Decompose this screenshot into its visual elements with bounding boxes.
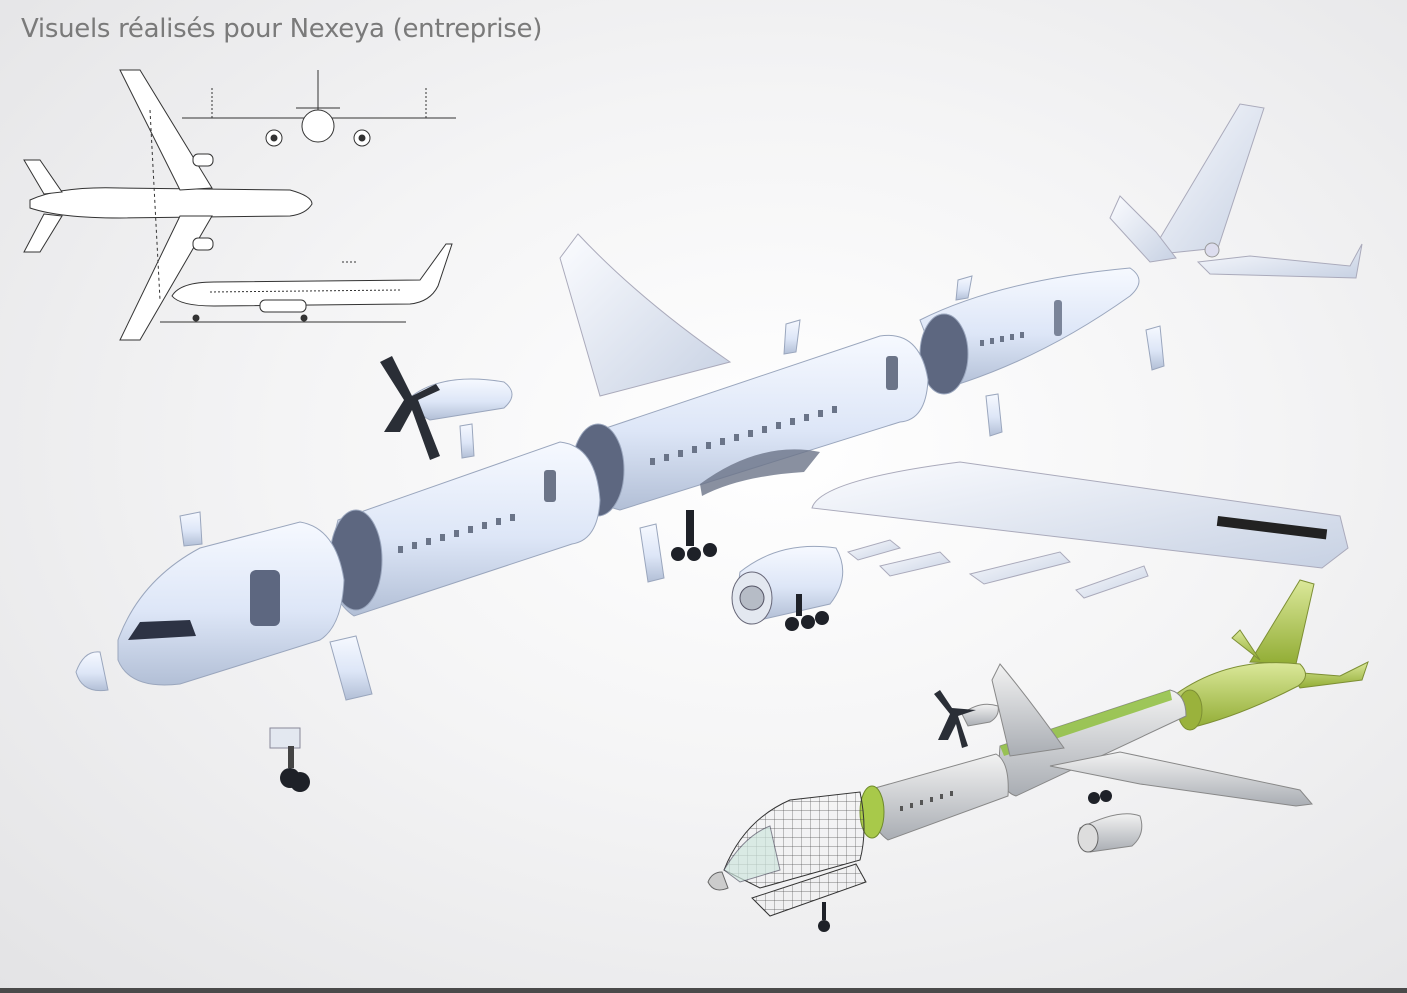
wing-fairing [700, 449, 820, 496]
blueprint-front-view [182, 70, 456, 147]
cutaway-lower-wing [1049, 751, 1313, 807]
tail-windows [980, 332, 1024, 346]
footer-rule [0, 988, 1407, 993]
glass-canopy [723, 825, 781, 883]
rear-windows [650, 406, 837, 465]
nose-cone [75, 651, 109, 692]
cutaway-landing-gear [818, 790, 1112, 932]
main-landing-gear-right [785, 594, 829, 631]
nose-section [117, 521, 345, 686]
cutaway-engine [1077, 813, 1143, 853]
cutaway-aircraft [707, 579, 1369, 932]
nose-landing-gear [269, 727, 310, 792]
turbofan-engine [731, 545, 844, 625]
turboprop-engine [380, 356, 513, 460]
cutaway-turboprop [934, 690, 999, 748]
blueprint-side-view [160, 243, 453, 323]
door-panels [179, 275, 1165, 701]
wireframe-floor-panel [751, 863, 867, 917]
main-landing-gear-left [671, 510, 717, 561]
cockpit-windows [128, 620, 196, 640]
page-title: Visuels réalisés pour Nexeya (entreprise… [21, 14, 543, 44]
right-wing [811, 461, 1349, 569]
blueprint-top-view [23, 69, 313, 341]
exploded-aircraft [75, 103, 1363, 792]
vertical-stabilizer [1149, 103, 1265, 256]
cutaway-upper-wing [991, 663, 1065, 757]
green-vertical-stabilizer [1249, 579, 1315, 665]
green-tail-section [1175, 662, 1306, 729]
left-wing [559, 233, 732, 397]
horizontal-stabilizer-left [1109, 195, 1177, 263]
forward-windows [398, 514, 515, 553]
blueprint-drawing [23, 69, 456, 341]
cutaway-forward-section [867, 753, 1009, 841]
tail-section [919, 267, 1140, 389]
horizontal-stabilizer-right [1196, 243, 1363, 279]
flap-panels [846, 539, 1149, 599]
cutaway-windows [900, 791, 953, 811]
